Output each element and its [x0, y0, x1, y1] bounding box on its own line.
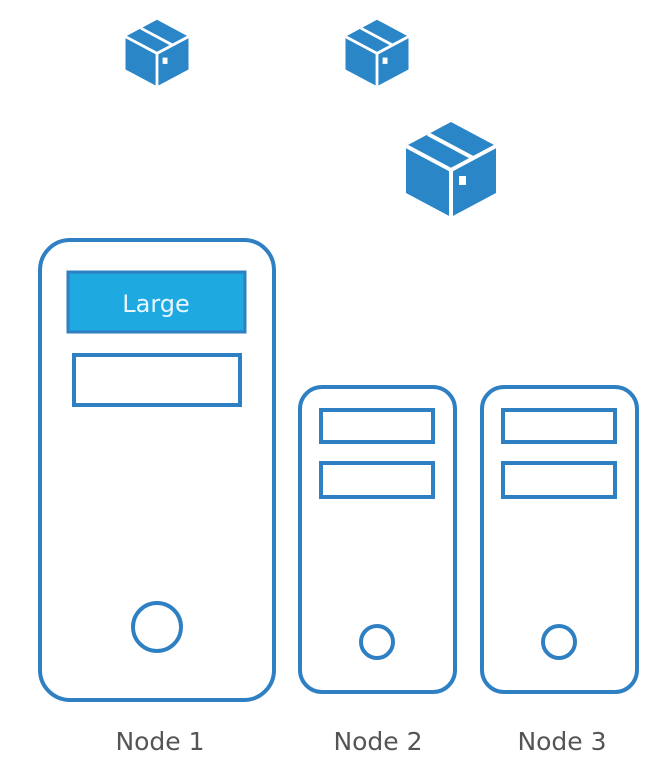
- slot: [72, 353, 242, 407]
- node-3: Node 3: [480, 385, 639, 756]
- node-2: Node 2: [298, 385, 457, 756]
- power-button-icon: [359, 624, 395, 660]
- power-button-icon: [541, 624, 577, 660]
- slot: [319, 408, 435, 444]
- power-button-icon: [131, 601, 183, 653]
- slot: [319, 461, 435, 499]
- node-label: Node 3: [517, 727, 606, 756]
- slot: [501, 408, 617, 444]
- package-icon-2: [344, 18, 410, 88]
- package-icon-1: [124, 18, 190, 88]
- large-slot: [66, 270, 247, 334]
- node-label: Node 2: [333, 727, 422, 756]
- node-label: Node 1: [115, 727, 204, 756]
- package-icon-large: [404, 120, 498, 219]
- slot: [501, 461, 617, 499]
- node-1: Large Node 1: [38, 238, 276, 756]
- large-slot-label: Large: [122, 290, 190, 318]
